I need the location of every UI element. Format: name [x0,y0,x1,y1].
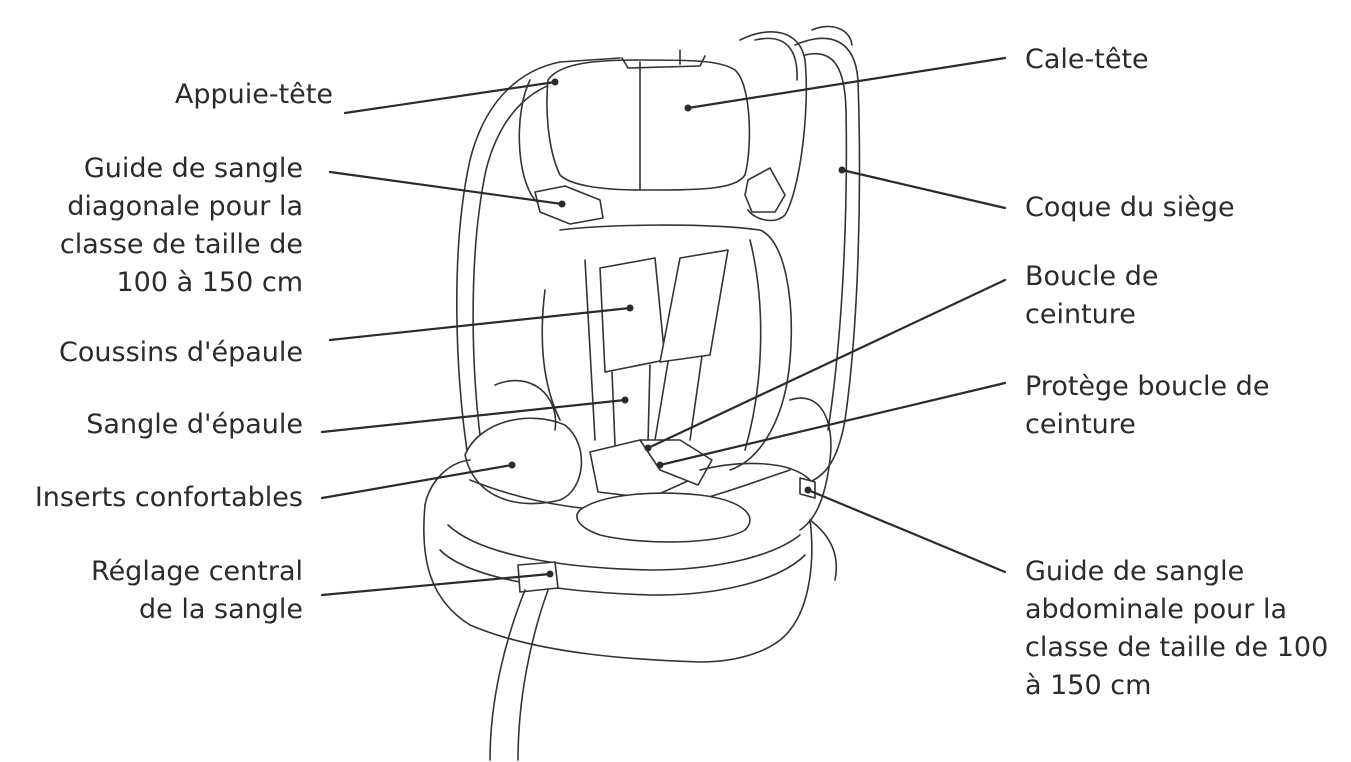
label-line: classe de taille de 100 [1025,629,1328,667]
label-guide-sangle-diagonale: Guide de sangle diagonale pour la classe… [60,150,303,302]
leader-dot-reglage [547,571,554,578]
label-line: Guide de sangle [60,150,303,188]
label-reglage-central: Réglage central de la sangle [91,553,303,629]
leader-dot-sangle-epaule [622,397,629,404]
label-cale-tete: Cale-tête [1025,41,1149,79]
leader-sangle-epaule [322,400,625,432]
leader-coque [842,170,1005,208]
label-line: de la sangle [91,591,303,629]
label-line: 100 à 150 cm [60,264,303,302]
label-coussins-epaule: Coussins d'épaule [59,334,303,372]
leader-guide-abdominale [808,490,1005,572]
car-seat-illustration [424,26,860,760]
label-coque-siege: Coque du siège [1025,189,1235,227]
label-guide-sangle-abdominale: Guide de sangle abdominale pour la class… [1025,553,1328,705]
label-line: Coussins d'épaule [59,334,303,372]
label-line: Appuie-tête [175,76,333,114]
label-boucle-ceinture: Boucle de ceinture [1025,258,1158,334]
label-line: classe de taille de [60,226,303,264]
label-protege-boucle: Protège boucle de ceinture [1025,368,1269,444]
leader-dot-guide-abdominale [805,487,812,494]
label-line: Boucle de [1025,258,1158,296]
label-appuie-tete: Appuie-tête [175,76,333,114]
leader-dot-coque [839,167,846,174]
leader-dot-inserts [509,462,516,469]
label-line: Sangle d'épaule [86,406,303,444]
label-line: à 150 cm [1025,667,1328,705]
label-line: Réglage central [91,553,303,591]
leader-dot-boucle [645,445,652,452]
leader-reglage [322,574,550,595]
label-line: Coque du siège [1025,189,1235,227]
label-line: Cale-tête [1025,41,1149,79]
leader-coussins-epaule [330,308,630,340]
leader-dot-protege-boucle [657,462,664,469]
leader-dot-guide-diagonale [559,201,566,208]
label-inserts-confortables: Inserts confortables [35,479,303,517]
label-line: abdominale pour la [1025,591,1328,629]
label-line: Inserts confortables [35,479,303,517]
leader-dot-cale-tete [685,105,692,112]
label-line: ceinture [1025,296,1158,334]
leader-dot-appuie-tete [552,79,559,86]
label-line: Protège boucle de [1025,368,1269,406]
label-line: diagonale pour la [60,188,303,226]
label-line: Guide de sangle [1025,553,1328,591]
label-sangle-epaule: Sangle d'épaule [86,406,303,444]
label-line: ceinture [1025,406,1269,444]
leader-dot-coussins-epaule [627,305,634,312]
